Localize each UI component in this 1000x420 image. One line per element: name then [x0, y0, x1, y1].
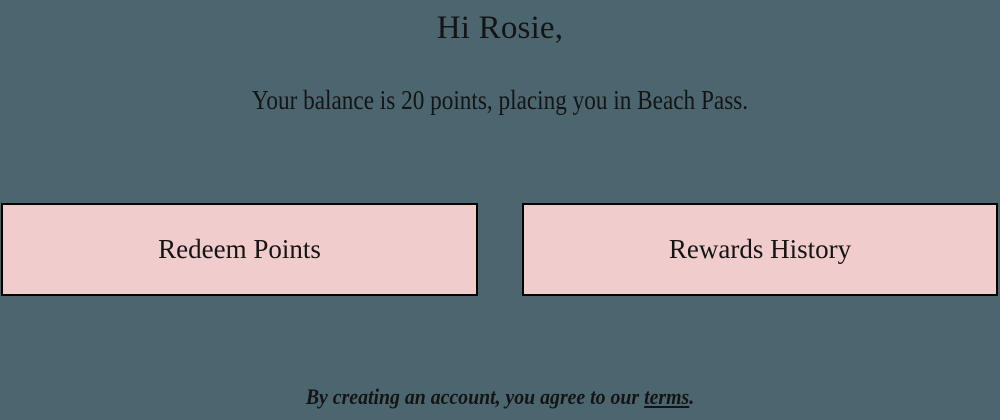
- page-title: Hi Rosie,: [436, 10, 564, 46]
- redeem-points-button[interactable]: Redeem Points: [1, 203, 478, 296]
- legal-disclaimer: By creating an account, you agree to our…: [50, 383, 950, 411]
- balance-summary: Your balance is 20 points, placing you i…: [251, 85, 749, 115]
- action-button-group: Redeem Points Rewards History: [1, 203, 998, 296]
- legal-text-prefix: By creating an account, you agree to our: [305, 384, 645, 409]
- terms-link[interactable]: terms: [644, 384, 690, 409]
- rewards-history-button[interactable]: Rewards History: [522, 203, 998, 296]
- legal-text-suffix: .: [689, 384, 695, 409]
